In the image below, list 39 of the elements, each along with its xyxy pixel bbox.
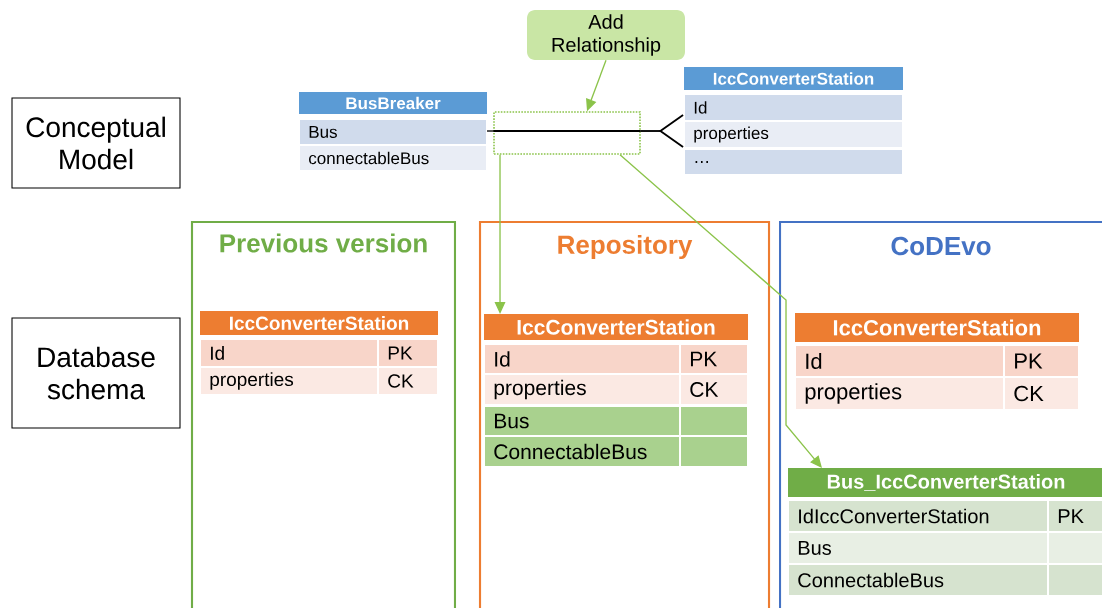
table-cell: CK xyxy=(379,368,437,394)
table-cell: ConnectableBus xyxy=(485,437,679,466)
table-cell: PK xyxy=(1049,501,1102,531)
table-header: IccConverterStation xyxy=(200,311,438,335)
table-cell: properties xyxy=(796,378,1003,409)
table-cell: … xyxy=(685,150,902,174)
table-header: IccConverterStation xyxy=(484,314,748,340)
highlight-frame xyxy=(492,111,642,155)
arrow xyxy=(619,154,822,468)
label-box: Conceptual Model xyxy=(11,97,181,189)
panel-title: Previous version xyxy=(220,233,427,253)
table-cell: Bus xyxy=(300,120,486,144)
label-box: Database schema xyxy=(11,317,181,429)
table-cell: connectableBus xyxy=(300,146,486,170)
table-cell: Id xyxy=(796,346,1003,376)
panel-title: CoDEvo xyxy=(891,236,991,256)
table-cell: ConnectableBus xyxy=(789,565,1047,595)
table-header: BusBreaker xyxy=(299,92,487,114)
table-cell: properties xyxy=(485,375,679,404)
arrow xyxy=(494,154,506,314)
table-cell: IdIccConverterStation xyxy=(789,501,1047,531)
table-cell: Id xyxy=(201,340,377,366)
table-cell: Id xyxy=(685,95,902,120)
table-header: IccConverterStation xyxy=(795,313,1079,342)
table-cell: properties xyxy=(685,122,902,147)
table-cell: Bus xyxy=(789,533,1047,563)
table-cell: PK xyxy=(379,340,437,366)
table-header: Bus_IccConverterStation xyxy=(788,468,1102,497)
table-cell: Bus xyxy=(485,407,679,435)
callout-bubble: Add Relationship xyxy=(527,10,685,60)
table-cell: properties xyxy=(201,368,377,394)
table-cell: PK xyxy=(1005,346,1078,376)
table-cell: CK xyxy=(681,375,747,404)
panel-title: Repository xyxy=(558,234,693,260)
connector xyxy=(639,114,684,148)
table-header: IccConverterStation xyxy=(684,67,903,90)
table-cell: CK xyxy=(1005,378,1078,409)
table-cell: PK xyxy=(681,345,747,373)
table-cell: Id xyxy=(485,345,679,373)
